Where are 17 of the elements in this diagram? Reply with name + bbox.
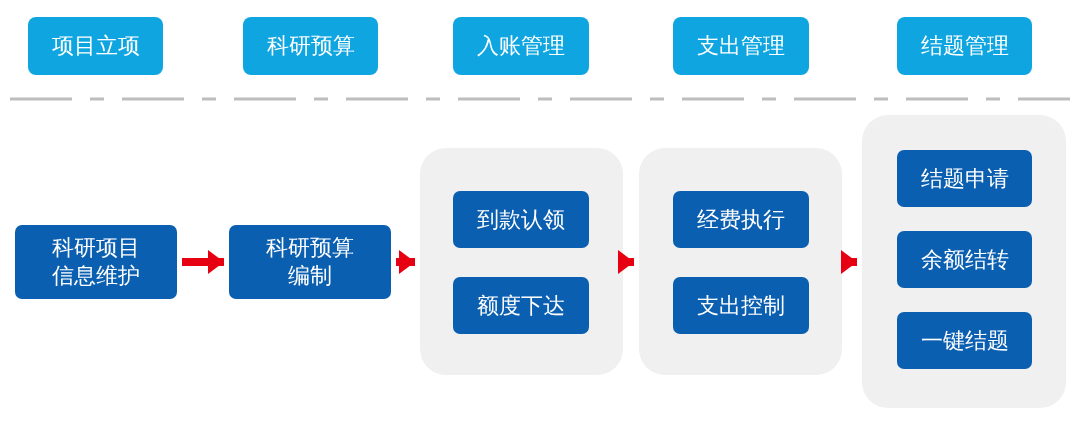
group-panel [420,148,623,375]
process-box: 科研预算编制 [229,225,391,299]
process-box: 支出控制 [673,277,809,334]
process-box: 经费执行 [673,191,809,248]
process-box: 科研项目信息维护 [15,225,177,299]
process-box: 结题申请 [897,150,1032,207]
process-box: 一键结题 [897,312,1032,369]
phase-box: 支出管理 [673,17,809,75]
phase-box: 项目立项 [28,17,163,75]
process-box: 额度下达 [453,277,589,334]
phase-box: 结题管理 [897,17,1032,75]
group-panel [639,148,842,375]
group-panel [862,115,1066,408]
process-box: 到款认领 [453,191,589,248]
process-box: 余额结转 [897,231,1032,288]
phase-box: 科研预算 [243,17,378,75]
phase-box: 入账管理 [453,17,589,75]
